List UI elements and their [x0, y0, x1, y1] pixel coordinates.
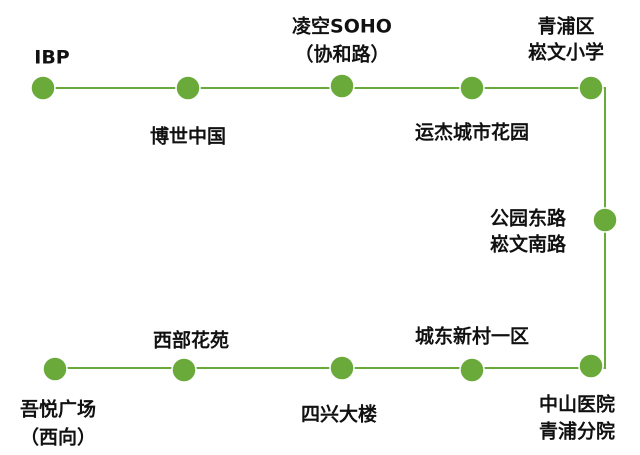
stop-label: 城东新村一区 — [415, 325, 529, 348]
stop-dot — [171, 357, 197, 383]
stop-xibu: 西部花苑 — [153, 329, 229, 383]
stop-lingkong: 凌空SOHO （协和路） — [292, 15, 392, 99]
stop-chengdong: 城东新村一区 — [415, 325, 529, 383]
stop-dot — [42, 356, 68, 382]
stop-yunjie: 运杰城市花园 — [415, 75, 529, 144]
stop-label: IBP — [34, 47, 70, 69]
stop-label: 西部花苑 — [153, 329, 229, 352]
stop-label: 青浦分院 — [539, 420, 615, 443]
stop-label: 博世中国 — [150, 125, 226, 148]
stop-label: （协和路） — [294, 43, 389, 66]
stop-sixing: 四兴大楼 — [301, 355, 377, 426]
stop-label: 凌空SOHO — [292, 15, 392, 38]
stop-dot — [329, 355, 355, 381]
stop-label: 中山医院 — [539, 393, 615, 416]
stop-dot — [459, 75, 485, 101]
stop-label: 四兴大楼 — [301, 403, 377, 426]
stop-label: 崧文小学 — [528, 41, 604, 64]
stop-label: （西向） — [20, 426, 96, 449]
stop-label: 公园东路 — [490, 207, 567, 230]
stop-label: 吾悦广场 — [20, 398, 96, 421]
stop-wuyue: 吾悦广场 （西向） — [20, 356, 96, 449]
stop-label: 运杰城市花园 — [415, 121, 529, 144]
stop-dot — [578, 353, 604, 379]
stop-label: 青浦区 — [537, 15, 594, 38]
stop-dot — [578, 75, 604, 101]
stop-dot — [592, 207, 618, 233]
stop-ibp: IBP — [30, 47, 70, 101]
stop-dot — [459, 357, 485, 383]
stop-dot — [30, 75, 56, 101]
stop-dot — [329, 73, 355, 99]
stop-dot — [175, 75, 201, 101]
stops-layer: IBP 博世中国 凌空SOHO （协和路） 运杰城市花园 青浦区崧文小学公园东路崧文南路中… — [20, 15, 618, 449]
stop-boshi: 博世中国 — [150, 75, 226, 148]
stop-label: 崧文南路 — [490, 233, 567, 256]
